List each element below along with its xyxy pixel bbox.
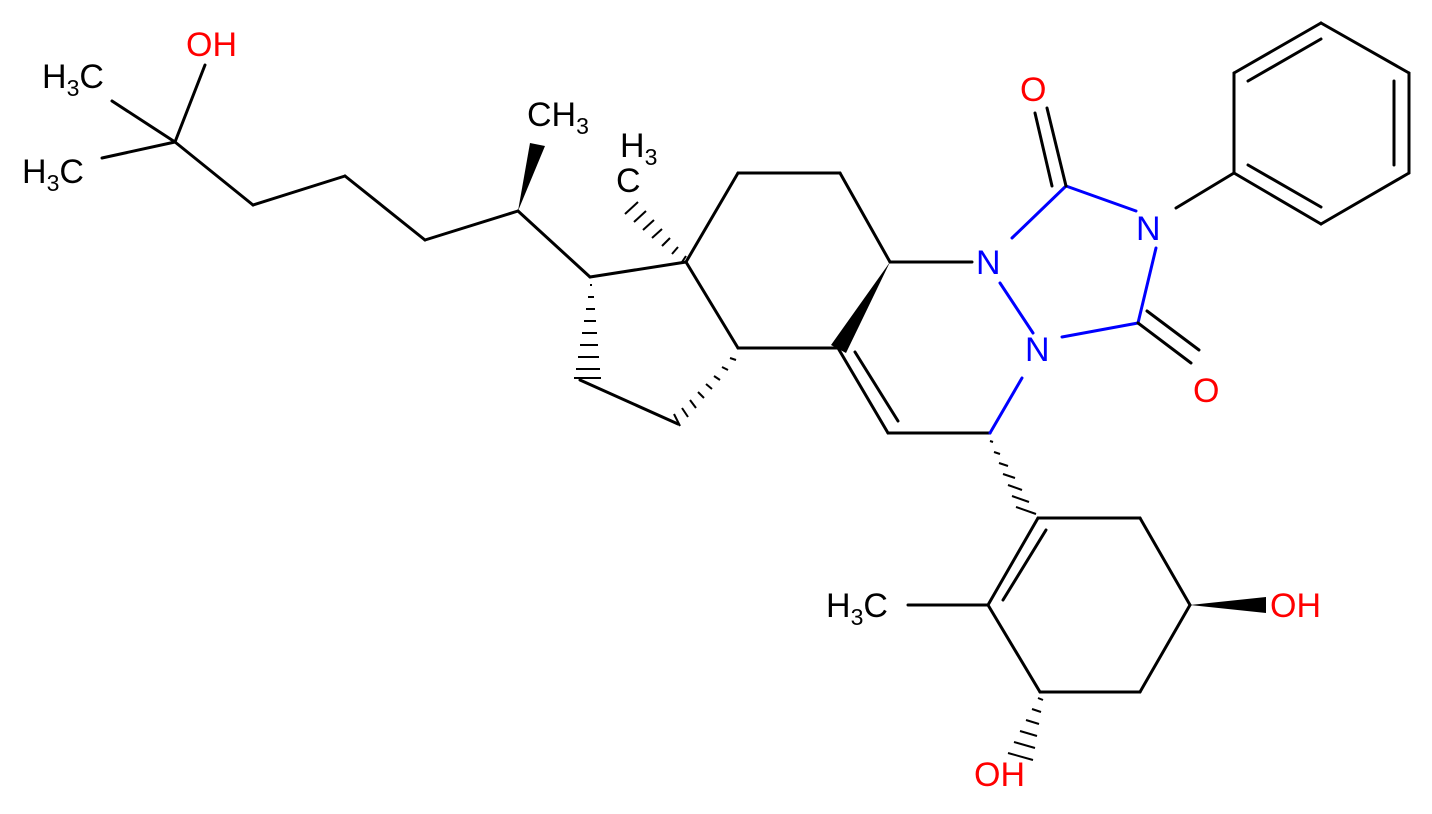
bond-c25-oh xyxy=(173,63,207,144)
side-chain xyxy=(100,63,592,279)
label-n3: N xyxy=(1025,331,1050,369)
bond-c16-c15 xyxy=(578,378,680,426)
bond-c22-c20 xyxy=(423,209,520,242)
bond-c11-c9 xyxy=(838,171,892,264)
wedge-oh-right xyxy=(1190,597,1266,613)
ring-d xyxy=(574,260,740,427)
label-h3c-top: H3C xyxy=(42,58,104,101)
bond-ph-5 xyxy=(1319,171,1411,226)
bond-c-top-n2 xyxy=(1064,184,1138,213)
bond-c-bottom-n3 xyxy=(1060,321,1140,339)
label-o-bottom: O xyxy=(1193,372,1219,410)
atom-labels: OH H3C H3C CH3 CH H3 C N N N O O H3C OH xyxy=(22,26,1321,794)
bond-ringA-3 xyxy=(1138,603,1192,694)
label-ch3-ring: H3 xyxy=(620,127,657,170)
bond-ringA-6 xyxy=(986,516,1040,607)
bond-c20-c17 xyxy=(516,209,592,279)
ring-b xyxy=(836,260,1035,435)
label-oh-bottom: OH xyxy=(974,756,1025,794)
label-o-top: O xyxy=(1020,71,1046,109)
bond-c8-c7 xyxy=(836,346,890,435)
bond-c25-h3c-top xyxy=(110,99,177,144)
label-h3c-mid: H3C xyxy=(22,153,84,196)
label-oh-right: OH xyxy=(1270,587,1321,625)
hash-c17-c16 xyxy=(574,284,601,379)
bond-n1-n3 xyxy=(998,281,1035,335)
bond-ph-6 xyxy=(1232,171,1323,226)
bond-ringA-5 xyxy=(986,603,1042,694)
bond-ph-inner-3 xyxy=(1246,163,1323,209)
label-ch3-ring-c: C xyxy=(616,162,641,200)
label-h3c-bottom: H3C xyxy=(826,587,888,630)
hash-c13-methyl xyxy=(624,201,687,263)
bond-c24-c23 xyxy=(251,174,347,207)
bond-c8-c7-double xyxy=(853,350,900,423)
bond-c17-c13 xyxy=(588,260,688,279)
bond-c-bottom-o-double xyxy=(1145,309,1201,352)
label-n1: N xyxy=(976,244,1001,282)
bond-c23-c22 xyxy=(343,174,427,242)
bond-c-top-o-double xyxy=(1033,111,1054,188)
bond-ringA-2 xyxy=(1138,516,1192,607)
label-ch3-chain: CH3 xyxy=(527,96,589,139)
bond-c25-h3c-mid xyxy=(100,140,177,160)
hash-c15-c14 xyxy=(673,357,737,427)
bond-c13-c12 xyxy=(684,171,740,264)
bond-c14-c13 xyxy=(684,260,740,350)
wedge-c20-methyl xyxy=(518,143,545,211)
hash-c6-ringA xyxy=(989,440,1037,515)
ring-phenyl xyxy=(1174,21,1411,226)
bond-c-top-o xyxy=(1045,106,1068,188)
bond-ph-2 xyxy=(1232,21,1323,75)
bond-n2-phenyl xyxy=(1174,171,1236,210)
hash-oh-bottom xyxy=(1007,697,1044,761)
bond-ph-3 xyxy=(1319,21,1411,75)
bond-c25-c24 xyxy=(173,140,255,207)
ring-c xyxy=(624,171,892,353)
ring-triazole xyxy=(1010,106,1201,365)
bond-ph-inner-1 xyxy=(1246,37,1323,83)
wedge-c9-c8 xyxy=(831,262,890,353)
bond-c-bottom-o xyxy=(1136,321,1193,365)
label-oh-top: OH xyxy=(186,26,237,64)
bond-ringA-6-double xyxy=(1001,528,1048,602)
label-n2: N xyxy=(1136,210,1161,248)
bond-n2-c-bottom xyxy=(1136,246,1158,325)
bond-n1-c-top xyxy=(1010,184,1068,240)
ring-a xyxy=(906,440,1266,761)
bond-c6-n3 xyxy=(988,376,1024,435)
